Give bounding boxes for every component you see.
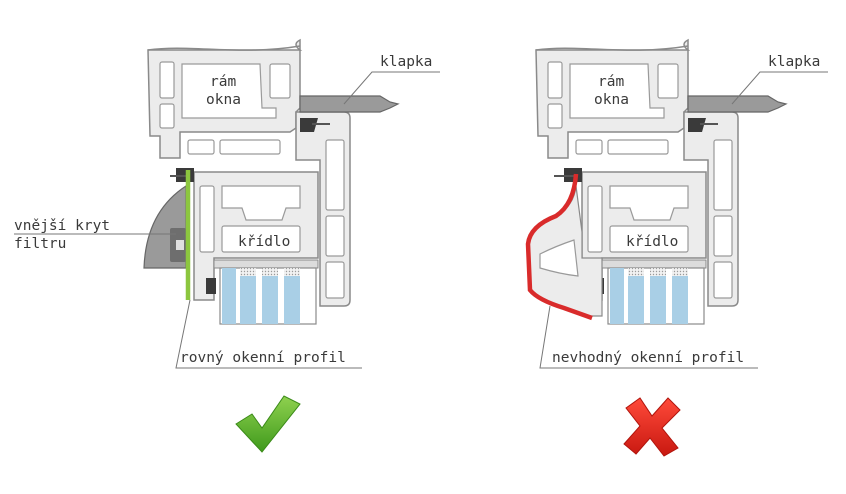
left-label-frame-1: rám [210,74,236,90]
left-label-profile: rovný okenní profil [180,350,346,366]
cross-mark-icon [623,397,681,457]
left-label-frame-2: okna [206,92,241,108]
right-label-frame-1: rám [598,74,624,90]
left-panel: rám okna klapka křídlo vnější kryt filtr… [14,39,440,453]
left-label-cover-2: filtru [14,236,66,252]
check-mark-icon [235,395,301,453]
right-unsuitable-profile-line [525,173,593,321]
right-label-flap: klapka [768,54,820,70]
left-flap [299,95,400,113]
right-label-profile: nevhodný okenní profil [552,350,744,366]
right-flap [687,95,788,113]
left-label-flap: klapka [380,54,432,70]
left-label-sash: křídlo [238,234,290,250]
right-panel: rám okna klapka křídlo nevhodný okenní p… [525,39,828,457]
left-label-cover-1: vnější kryt [14,218,110,234]
right-label-frame-2: okna [594,92,629,108]
right-label-sash: křídlo [626,234,678,250]
